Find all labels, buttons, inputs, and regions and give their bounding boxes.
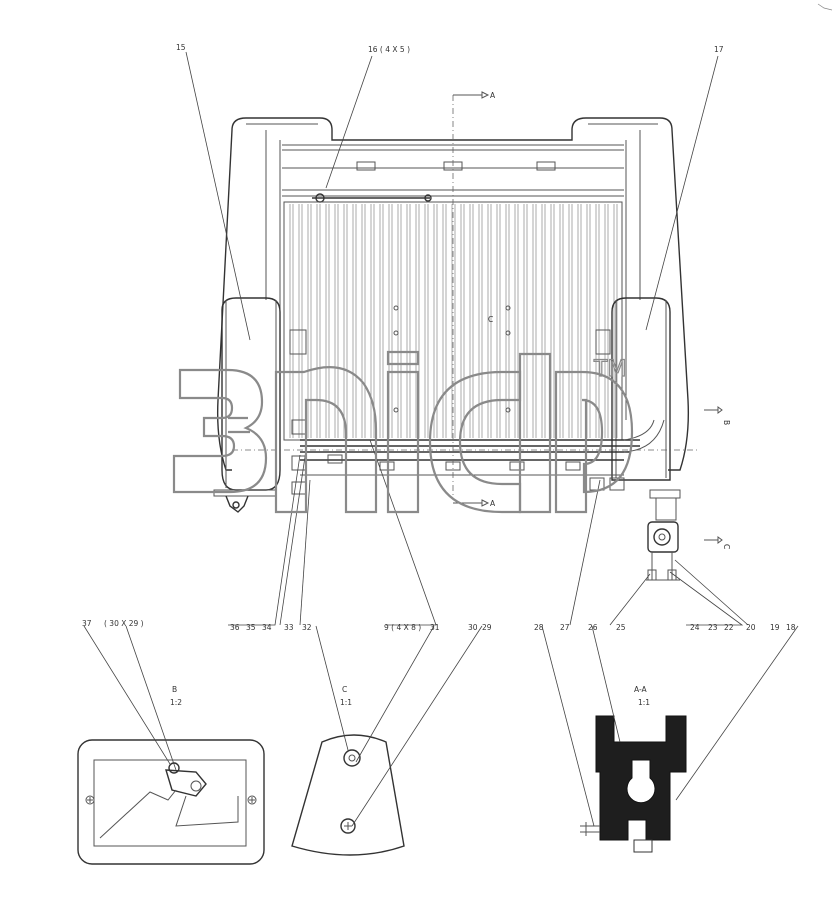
- view-b-scale: 1:2: [170, 698, 182, 707]
- callout-18: 18: [786, 623, 796, 632]
- callout-28: 28: [534, 623, 544, 632]
- view-c-scale: 1:1: [340, 698, 352, 707]
- callout-22: 22: [724, 623, 734, 632]
- callout-9: 9 ( 4 X 8 ): [384, 623, 421, 632]
- callout-15: 15: [176, 43, 186, 52]
- callout-37: 37: [82, 619, 92, 628]
- watermark-tm: TM: [593, 357, 626, 382]
- callout-16: 16 ( 4 X 5 ): [368, 45, 410, 54]
- section-view-a-a: A-A 1:1: [541, 625, 799, 853]
- callout-36: 36: [230, 623, 240, 632]
- callout-17: 17: [714, 45, 724, 54]
- callout-33: 33: [284, 623, 294, 632]
- section-c-center-label: C: [488, 315, 493, 324]
- section-c-side-label: C: [722, 544, 731, 549]
- watermark-logo: TM: [172, 350, 634, 514]
- view-a-scale: 1:1: [638, 698, 650, 707]
- callout-29: 29: [482, 623, 492, 632]
- callout-26: 26: [588, 623, 598, 632]
- detail-view-c: C 1:1: [291, 625, 483, 856]
- callout-19: 19: [770, 623, 780, 632]
- callout-35: 35: [246, 623, 256, 632]
- view-b-letter: B: [172, 685, 177, 694]
- callout-27: 27: [560, 623, 570, 632]
- view-c-letter: C: [342, 685, 347, 694]
- callout-30x29: ( 30 X 29 ): [104, 619, 144, 628]
- detail-view-b: B 1:2: [77, 625, 265, 865]
- callouts: 15 16 ( 4 X 5 ) 17 36 35 34 33 32 9 ( 4 …: [82, 43, 796, 632]
- view-a-letter: A-A: [634, 685, 648, 694]
- section-b-side-label: B: [722, 420, 731, 425]
- callout-30: 30: [468, 623, 478, 632]
- main-assembly-view: [213, 91, 723, 581]
- section-a-top-label: A: [490, 91, 496, 100]
- callout-20: 20: [746, 623, 756, 632]
- callout-32: 32: [302, 623, 312, 632]
- section-a-bottom-label: A: [490, 499, 496, 508]
- callout-25: 25: [616, 623, 626, 632]
- callout-34: 34: [262, 623, 272, 632]
- callout-23: 23: [708, 623, 718, 632]
- callout-24: 24: [690, 623, 700, 632]
- callout-31: 31: [430, 623, 440, 632]
